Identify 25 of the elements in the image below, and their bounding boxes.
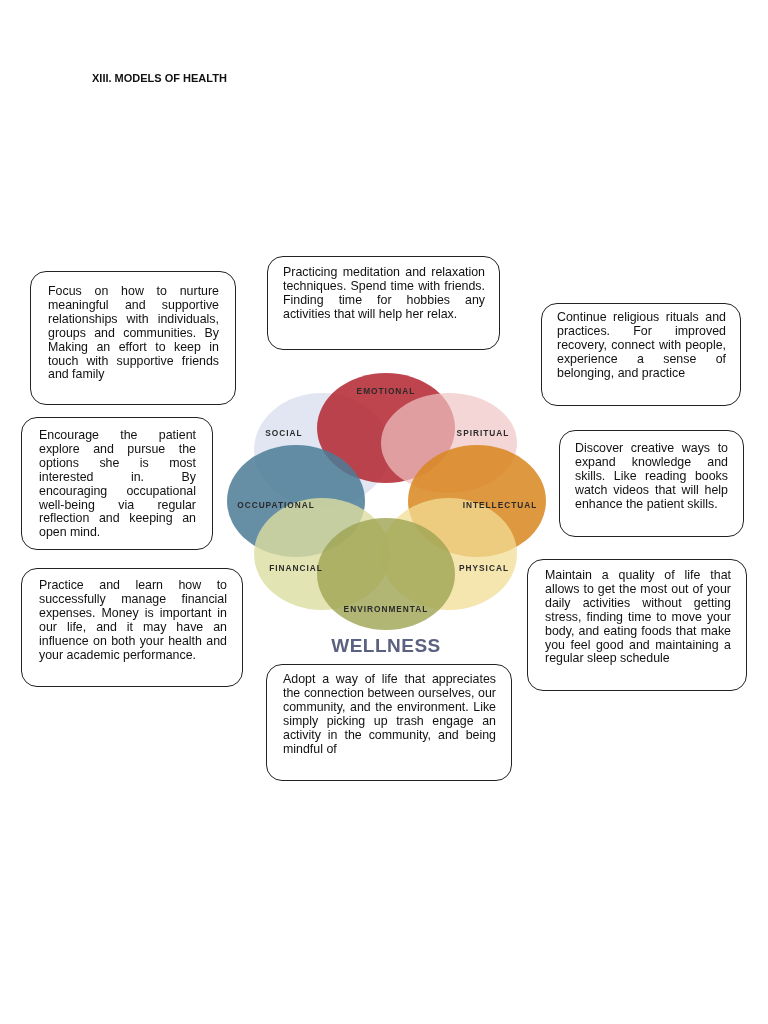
dimension-label: INTELLECTUAL — [462, 500, 538, 510]
description-text: Focus on how to nurture meaningful and supportive relationships with individuals, groups and communities. By Making an effort to keep in touch with supportive friends and family — [48, 285, 219, 383]
dimension-label: SOCIAL — [265, 428, 303, 438]
dimension-label: SPIRITUAL — [456, 428, 510, 438]
description-card — [527, 559, 747, 691]
description-card — [21, 568, 243, 687]
description-card — [559, 430, 744, 537]
description-card — [21, 417, 213, 550]
description-text: Maintain a quality of life that allows to get the most out of your daily activities without getting stress, finding time to move your body, and eating foods that make you feel good and maintaining a regular sleep schedule — [545, 569, 731, 667]
description-text: Practicing meditation and relaxation techniques. Spend time with friends. Finding time for hobbies any activities that will help her relax. — [283, 266, 485, 322]
dimension-label: ENVIRONMENTAL — [343, 604, 429, 614]
page-title: XIII. MODELS OF HEALTH — [92, 72, 227, 84]
description-text: Adopt a way of life that appreciates the connection between ourselves, our community, and the environment. Like simply picking up trash engage an activity in the community, and being mindful of — [283, 673, 496, 757]
description-text: Continue religious rituals and practices. For improved recovery, connect with people, experience a sense of belonging, and practice — [557, 311, 726, 381]
description-card — [266, 664, 512, 781]
description-text: Discover creative ways to expand knowledge and skills. Like reading books watch videos that will help enhance the patient skills. — [575, 442, 728, 512]
dimension-label: EMOTIONAL — [356, 386, 416, 396]
description-card — [30, 271, 236, 405]
description-text: Encourage the patient explore and pursue the options she is most interested in. By encouraging occupational well-being via regular reflection and keeping an open mind. — [39, 429, 196, 541]
diagram-label: WELLNESS — [331, 635, 441, 657]
description-card — [541, 303, 741, 406]
dimension-label: PHYSICAL — [459, 563, 509, 573]
description-text: Practice and learn how to successfully manage financial expenses. Money is important in our life, and it may have an influence on both your health and your academic performance. — [39, 579, 227, 663]
description-card — [267, 256, 500, 350]
dimension-label: FINANCIAL — [269, 563, 323, 573]
